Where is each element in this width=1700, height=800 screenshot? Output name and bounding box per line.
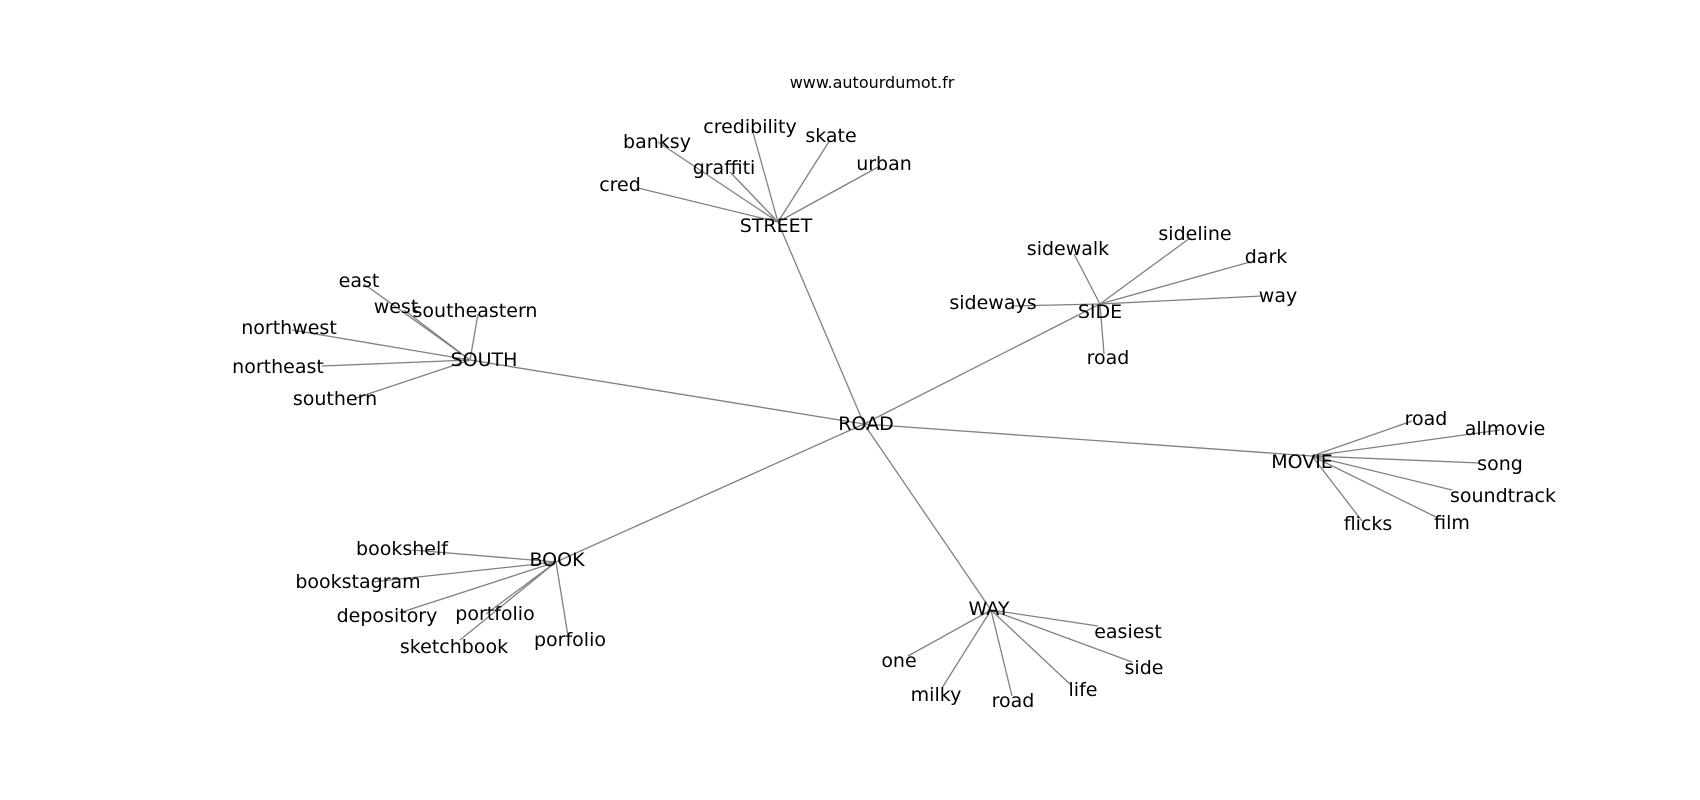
edge-side-sidewalk [1073,253,1101,305]
node-label-graffiti: graffiti [693,157,756,179]
node-label-southern: southern [293,388,377,410]
node-label-northeast: northeast [232,356,324,378]
node-label-depository: depository [337,605,438,627]
node-label-credibility: credibility [703,116,796,138]
node-label-dark: dark [1245,246,1288,268]
edge-movie-film [1311,455,1439,519]
node-label-portfolio: portfolio [455,603,534,625]
edge-road_center-movie [863,423,1313,457]
node-label-sketchbook: sketchbook [400,636,508,658]
edge-south-southeastern [469,313,479,361]
node-label-side: SIDE [1078,301,1122,323]
edge-street-urban [777,165,881,223]
node-label-northwest: northwest [241,317,337,339]
node-label-easiest: easiest [1094,621,1162,643]
node-label-west: west [374,296,419,318]
node-label-way: WAY [969,598,1010,620]
node-label-street: STREET [740,215,813,237]
edge-south-northwest [291,329,471,361]
edge-side-way_side [1099,295,1263,305]
edge-way-life [990,609,1073,687]
edge-south-west [403,309,471,361]
edge-way-milky [941,609,992,689]
node-label-road-center: ROAD [838,413,893,435]
edge-side-road_side [1099,303,1105,355]
edge-way-road_way [990,609,1013,697]
edge-road_center-way [863,423,992,611]
edge-movie-song [1311,455,1481,464]
edge-side-sideline [1099,237,1191,305]
edge-side-dark [1099,261,1251,305]
edge-street-skate [777,139,831,223]
node-label-soundtrack: soundtrack [1450,485,1556,507]
node-label-sideways: sideways [949,292,1036,314]
node-label-milky: milky [911,684,962,706]
node-label-skate: skate [805,125,856,147]
edge-book-depository [401,561,557,613]
edge-street-credibility [751,128,779,223]
node-label-life: life [1069,679,1098,701]
edge-street-graffiti [729,171,779,223]
node-label-one: one [881,650,916,672]
edge-movie-soundtrack [1311,455,1453,491]
node-label-film: film [1434,512,1470,534]
node-label-sidewalk: sidewalk [1027,238,1109,260]
edge-book-bookshelf [411,549,557,563]
edge-street-banksy [657,141,779,223]
edge-street-cred [637,187,779,223]
node-label-sideline: sideline [1158,223,1231,245]
node-label-bookshelf: bookshelf [356,538,449,560]
edge-way-one [907,609,992,657]
node-label-movie: MOVIE [1271,451,1333,473]
edge-road_center-side [863,303,1101,425]
edge-movie-flicks [1311,455,1363,522]
node-label-road-way: road [992,690,1035,712]
node-label-banksy: banksy [623,131,691,153]
node-label-road-side: road [1087,347,1130,369]
node-label-book: BOOK [529,549,585,571]
edge-movie-road_movie [1311,420,1413,457]
node-label-east: east [339,270,380,292]
node-label-cred: cred [599,174,641,196]
node-label-porfolio: porfolio [534,629,606,651]
edge-layer [291,128,1501,697]
edge-book-porfolio [555,561,569,637]
node-label-urban: urban [856,153,912,175]
node-label-south: SOUTH [451,349,518,371]
node-label-layer: ROAD STREET SIDE SOUTH MOVIE BOOK WAY cred banks… [232,116,1556,712]
node-label-road-movie: road [1405,408,1448,430]
edge-road_center-street [777,221,865,425]
edge-book-sketchbook [459,561,557,641]
node-label-way-side: way [1259,285,1297,307]
edge-side-sideways [1011,303,1101,307]
edge-road_center-south [469,359,865,425]
edge-way-easiest [990,609,1099,627]
node-label-bookstagram: bookstagram [295,571,420,593]
node-label-flicks: flicks [1344,513,1393,535]
edge-way-side_way [990,609,1133,663]
node-label-southeastern: southeastern [413,300,538,322]
edge-book-bookstagram [371,561,557,583]
edge-movie-allmovie [1311,429,1501,457]
edge-south-northeast [321,359,471,367]
edge-south-southern [355,359,471,399]
node-label-allmovie: allmovie [1465,418,1546,440]
node-label-song: song [1477,453,1523,475]
node-label-side-way: side [1125,657,1164,679]
source-url-text: www.autourdumot.fr [790,73,955,92]
edge-road_center-book [555,423,865,563]
